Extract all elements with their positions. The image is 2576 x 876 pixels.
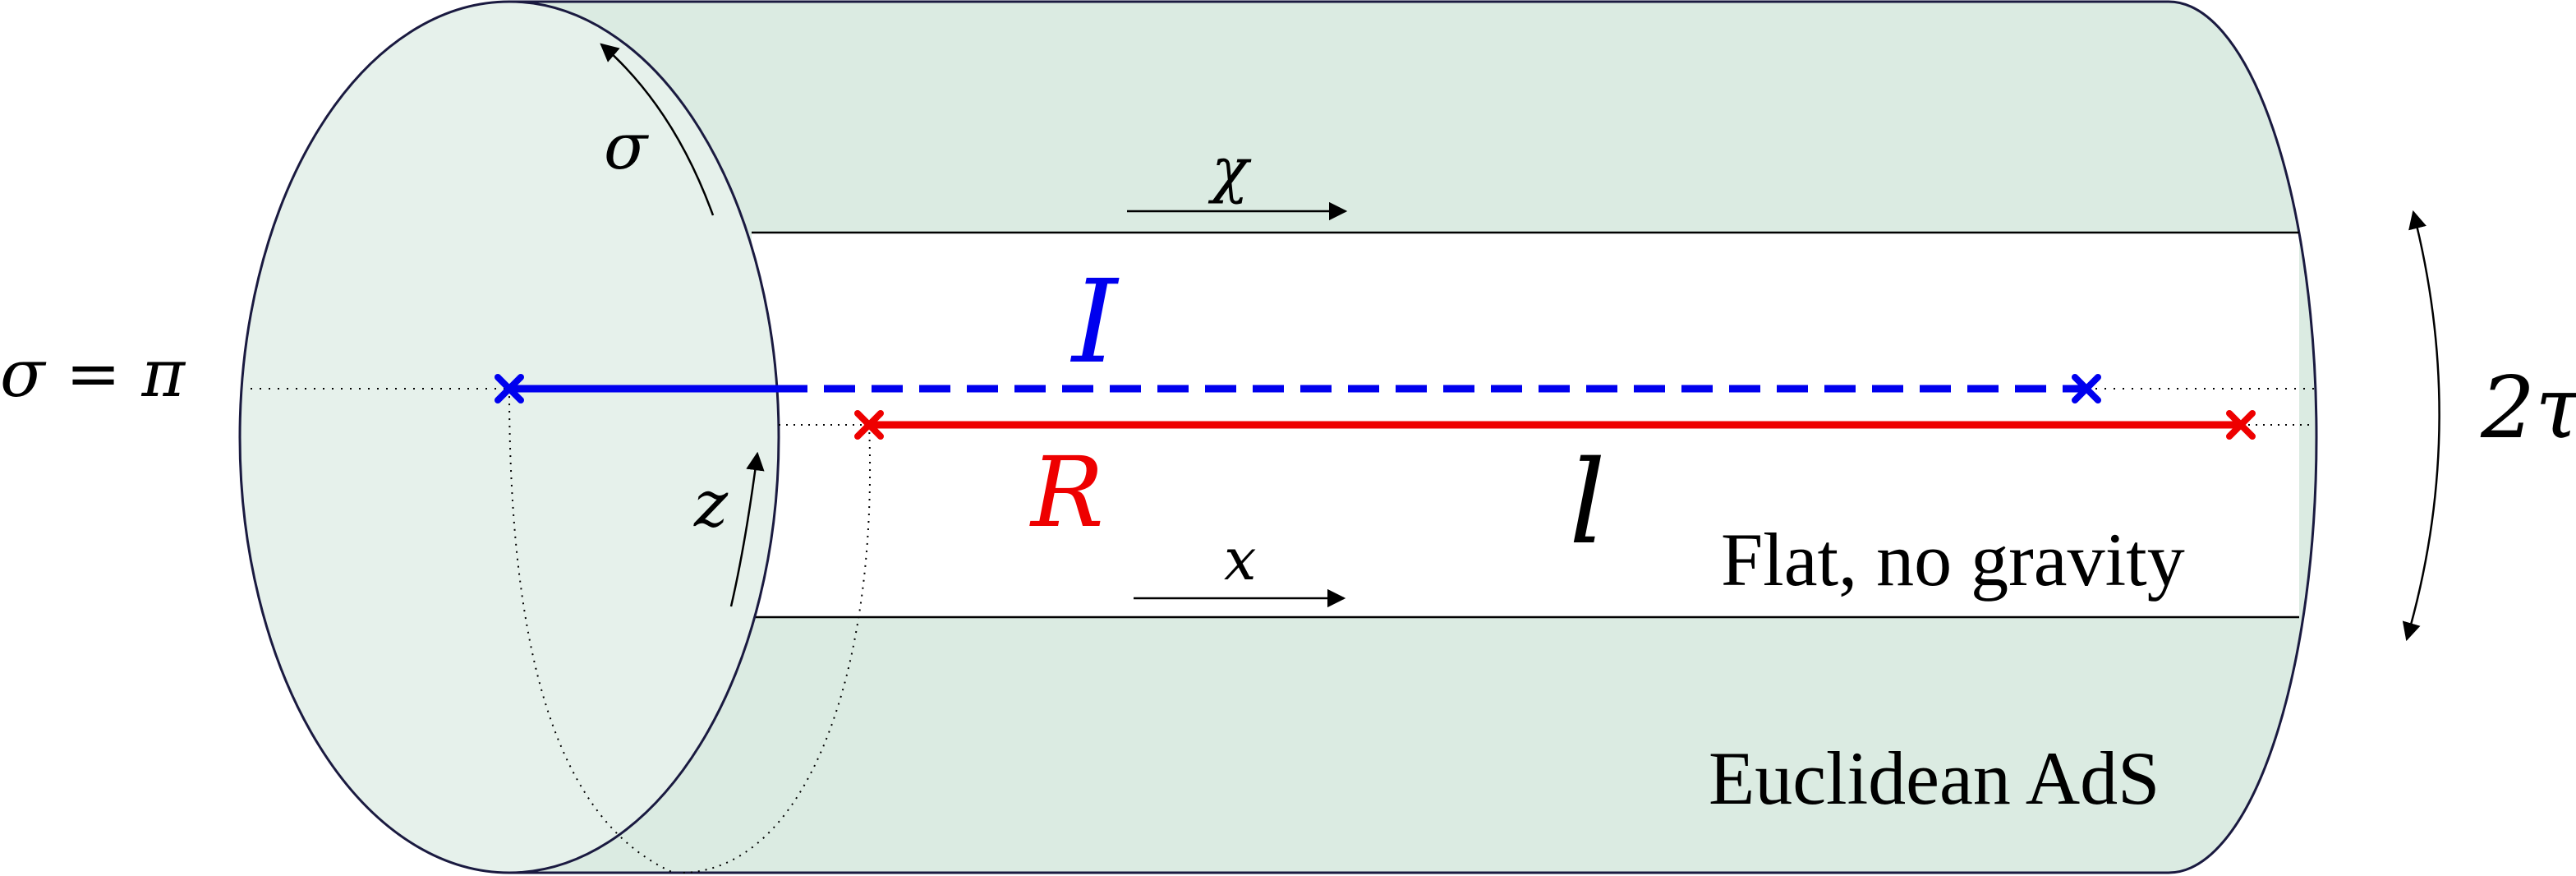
sigma-direction-arrow (600, 43, 715, 216)
radiation-label: R (1029, 436, 1104, 549)
z-label: z (693, 468, 729, 542)
two-tau-range-arrow (2402, 210, 2440, 642)
radiation-right-endpoint-marker (2226, 410, 2256, 440)
sigma-equals-pi-label: σ = π (0, 335, 186, 412)
island-right-endpoint-marker (2072, 374, 2101, 403)
cylinder-right-edge (2168, 0, 2318, 874)
cylinder-end-cap (238, 0, 780, 874)
two-tau-label: 2τ (2480, 357, 2576, 458)
chi-label: χ (1208, 135, 1252, 205)
island-label: I (1070, 256, 1120, 390)
length-label: l (1569, 436, 1606, 570)
ads-region-label: Euclidean AdS (1709, 736, 2160, 820)
radiation-left-endpoint-marker (854, 410, 884, 440)
flat-region-label: Flat, no gravity (1721, 518, 2185, 602)
z-direction-arrow (729, 451, 765, 607)
island-left-endpoint-marker (494, 374, 524, 403)
x-label: x (1224, 526, 1256, 593)
sigma-label: σ (604, 110, 649, 184)
